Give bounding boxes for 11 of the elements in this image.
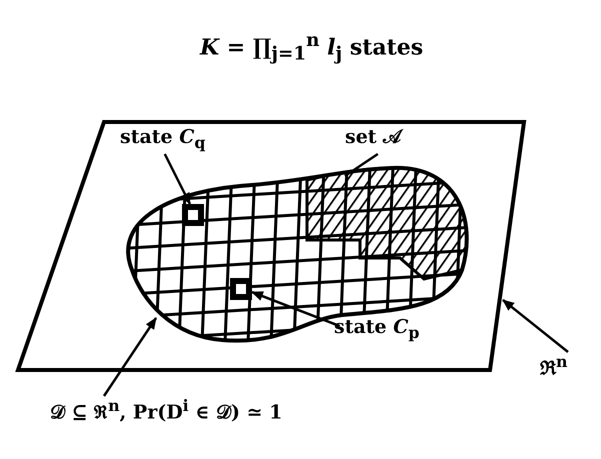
arrow (102, 317, 158, 397)
leader-line (344, 152, 378, 178)
arrow (251, 290, 340, 328)
callout-label: ℜ$^{n}$ (540, 352, 590, 382)
callout-label: state C$_{p}$ (334, 316, 449, 344)
callout-label: state C$_{q}$ (120, 126, 232, 154)
formula-label: 𝒟 ⊆ ℜ$^{n}$, Pr(D$^{i}$ ∈ 𝒟) ≃ 1 (50, 396, 410, 430)
arrow (164, 153, 192, 205)
formula-title: K = ∏$_{j=1}$$^{n}$ l$_{j}$ states (200, 30, 424, 66)
arrow (502, 299, 569, 353)
callout-label: set 𝒜 (345, 126, 425, 154)
